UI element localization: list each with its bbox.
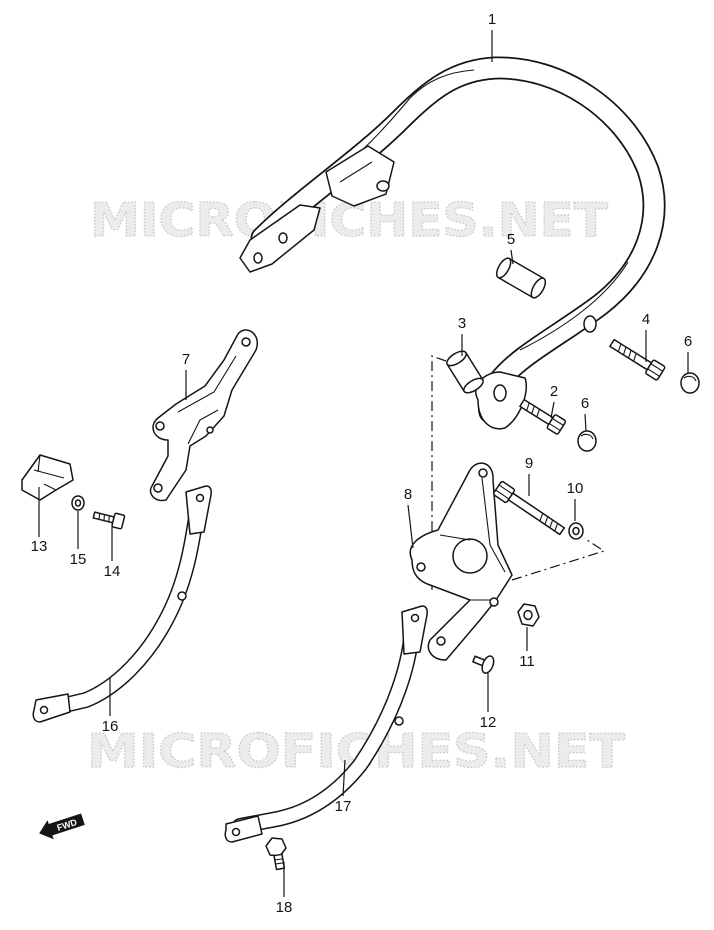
callout-15: 15 xyxy=(70,551,87,568)
callout-6-upper: 6 xyxy=(684,333,692,350)
callout-2: 2 xyxy=(550,383,558,400)
part-8-bracket xyxy=(409,462,513,661)
part-6-cap-lower xyxy=(577,430,597,452)
part-1-rail xyxy=(239,56,666,430)
part-14-bolt xyxy=(92,511,126,530)
part-10-washer xyxy=(568,522,584,540)
callout-8: 8 xyxy=(404,486,412,503)
part-15-washer xyxy=(71,495,85,511)
part-18-bolt xyxy=(265,837,287,871)
callout-11: 11 xyxy=(519,653,535,670)
part-12-bolt xyxy=(472,655,495,674)
part-5-spacer xyxy=(495,257,547,299)
callout-12: 12 xyxy=(480,714,497,731)
part-17-bar xyxy=(224,605,428,843)
assembly-line-right xyxy=(511,537,606,581)
forward-arrow-icon: FWD xyxy=(39,813,85,840)
callout-5: 5 xyxy=(507,231,515,248)
watermark-bottom: MICROFICHES.NET xyxy=(87,724,626,778)
callout-7: 7 xyxy=(182,351,190,368)
part-16-bar xyxy=(32,485,212,723)
leader-lines xyxy=(38,30,689,897)
part-3-spacer xyxy=(446,350,484,394)
callout-6-lower: 6 xyxy=(581,395,589,412)
part-4-bolt xyxy=(609,338,666,381)
part-13-clip xyxy=(21,454,74,501)
callout-10: 10 xyxy=(567,480,584,497)
assembly-line-left xyxy=(431,355,447,590)
part-11-nut xyxy=(517,603,540,627)
callout-9: 9 xyxy=(525,455,533,472)
callout-17: 17 xyxy=(335,798,352,815)
callout-18: 18 xyxy=(276,899,293,916)
part-6-cap-upper xyxy=(680,372,700,394)
callout-16: 16 xyxy=(102,718,119,735)
callout-14: 14 xyxy=(104,563,121,580)
part-7-bracket xyxy=(149,329,259,502)
part-9-bolt xyxy=(492,480,566,536)
part-2-bolt xyxy=(519,398,567,435)
callout-1: 1 xyxy=(488,11,496,28)
callout-3: 3 xyxy=(458,315,466,332)
callout-4: 4 xyxy=(642,311,650,328)
callout-13: 13 xyxy=(31,538,48,555)
